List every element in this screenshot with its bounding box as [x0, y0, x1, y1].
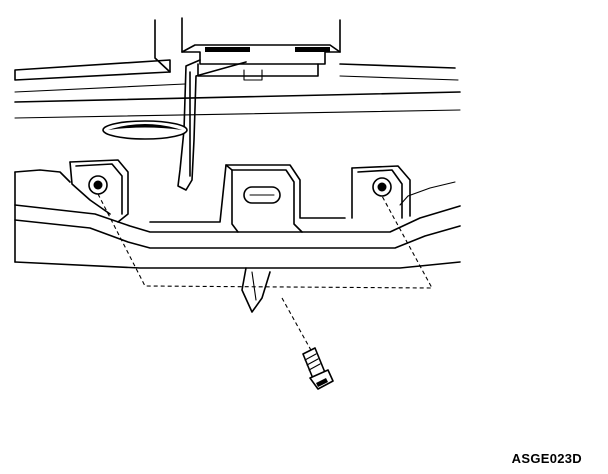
mounting-screw	[302, 347, 334, 390]
panel-cutout	[102, 120, 188, 140]
installation-guide-lines	[97, 193, 433, 353]
left-mounting-bracket	[69, 159, 129, 223]
upper-body-panel	[14, 59, 461, 119]
lower-clip-tab	[241, 267, 271, 313]
right-mounting-bracket	[351, 165, 411, 219]
bumper-fascia	[14, 169, 461, 269]
center-reinforcement	[149, 164, 346, 233]
striker-hook	[177, 59, 247, 191]
figure-code-label: ASGE023D	[511, 451, 582, 466]
latch-housing	[154, 17, 341, 81]
